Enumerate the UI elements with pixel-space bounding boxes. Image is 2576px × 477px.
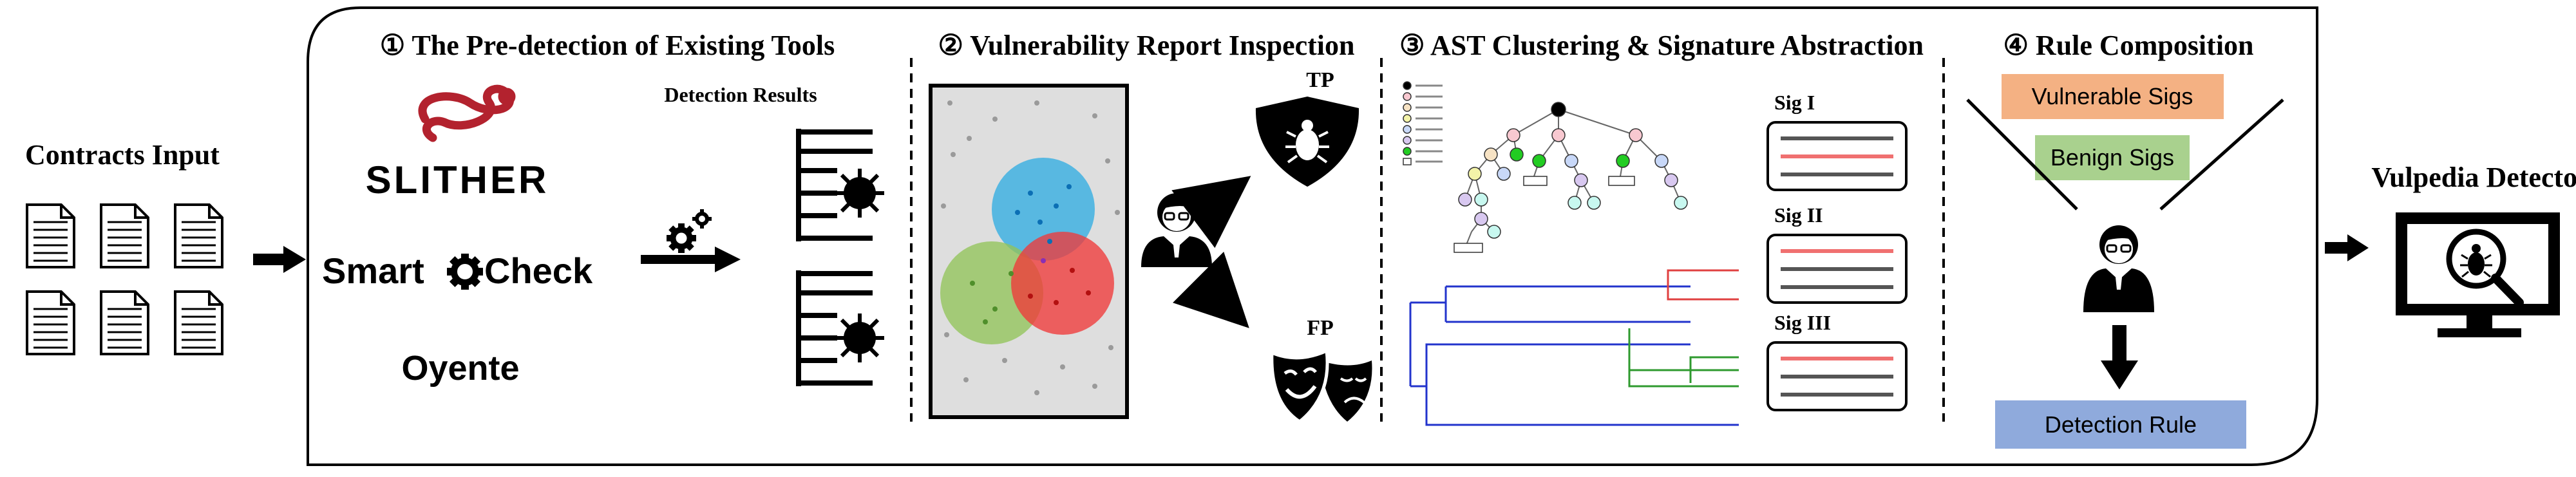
ast-nodes (1454, 102, 1688, 253)
vulpedia-detector-title: Vulpedia Detector (2371, 162, 2576, 193)
funnel-line-left (1966, 98, 2078, 210)
gear-icon (667, 223, 696, 253)
document-icon (26, 203, 75, 268)
stage4-title: ④ Rule Composition (2003, 30, 2253, 61)
contract-documents (26, 203, 223, 355)
snake-icon (418, 84, 516, 142)
slither-logo: SLITHER (366, 84, 549, 201)
input-arrow-icon (253, 246, 306, 273)
virus-icon (835, 169, 884, 218)
stage3-title: ③ AST Clustering & Signature Abstraction (1399, 30, 1924, 61)
stage1-title: ① The Pre-detection of Existing Tools (380, 30, 835, 61)
document-icon (26, 290, 75, 355)
pipeline-container (307, 6, 2318, 466)
signature-card (1766, 341, 1908, 411)
detection-results-label: Detection Results (664, 83, 817, 106)
arrow-to-fp (1173, 252, 1249, 328)
document-icon (174, 203, 223, 268)
noise-dots (941, 100, 1120, 395)
inspector-person-icon (1141, 193, 1212, 267)
signature-card (1766, 234, 1908, 304)
monitor-bug-icon (2396, 212, 2560, 337)
stage2-title: ② Vulnerability Report Inspection (938, 30, 1355, 61)
conveyor-arrow-icon (641, 209, 741, 272)
ast-legend (1403, 81, 1443, 165)
fp-label: FP (1307, 316, 1334, 340)
sig-i-label: Sig I (1774, 91, 1815, 114)
virus-icon (835, 313, 884, 362)
document-icon (100, 203, 149, 268)
smartcheck-logo: Smart Check (322, 250, 593, 291)
vulnerable-sigs-label: Vulnerable Sigs (2032, 83, 2193, 109)
signature-card (1766, 121, 1908, 191)
detection-rule-box (1995, 400, 2246, 449)
dendrogram (1409, 269, 1739, 426)
gear-icon (692, 209, 712, 229)
smartcheck-left: Smart (322, 250, 424, 291)
document-icon (174, 290, 223, 355)
ast-tree (1403, 81, 1688, 253)
down-arrow-icon (2101, 325, 2138, 389)
benign-sigs-box (2035, 135, 2190, 180)
contracts-input-title: Contracts Input (25, 139, 220, 171)
vulnerable-sigs-box (2002, 74, 2224, 119)
theater-masks-icon (1270, 348, 1372, 424)
cluster-circle-red (1011, 232, 1114, 335)
sig-iii-label: Sig III (1774, 311, 1831, 334)
arrow-to-tp (1171, 176, 1251, 248)
funnel-line-right (2159, 98, 2284, 210)
document-icon (100, 290, 149, 355)
output-arrow-icon (2325, 234, 2369, 261)
detection-results-ladder (796, 129, 884, 386)
cluster-points (970, 184, 1091, 324)
bug-shield-icon (1255, 97, 1359, 187)
oyente-logo: Oyente (401, 349, 519, 388)
report-cluster-panel (929, 84, 1129, 419)
sig-ii-label: Sig II (1774, 203, 1823, 227)
tp-label: TP (1306, 68, 1334, 92)
ast-edges (1464, 109, 1681, 248)
benign-sigs-label: Benign Sigs (2050, 144, 2174, 171)
composer-person-icon (2083, 225, 2154, 312)
slither-wordmark: SLITHER (366, 158, 549, 201)
gear-icon (447, 254, 483, 290)
smartcheck-right: Check (484, 250, 593, 291)
detection-rule-label: Detection Rule (2045, 411, 2197, 438)
